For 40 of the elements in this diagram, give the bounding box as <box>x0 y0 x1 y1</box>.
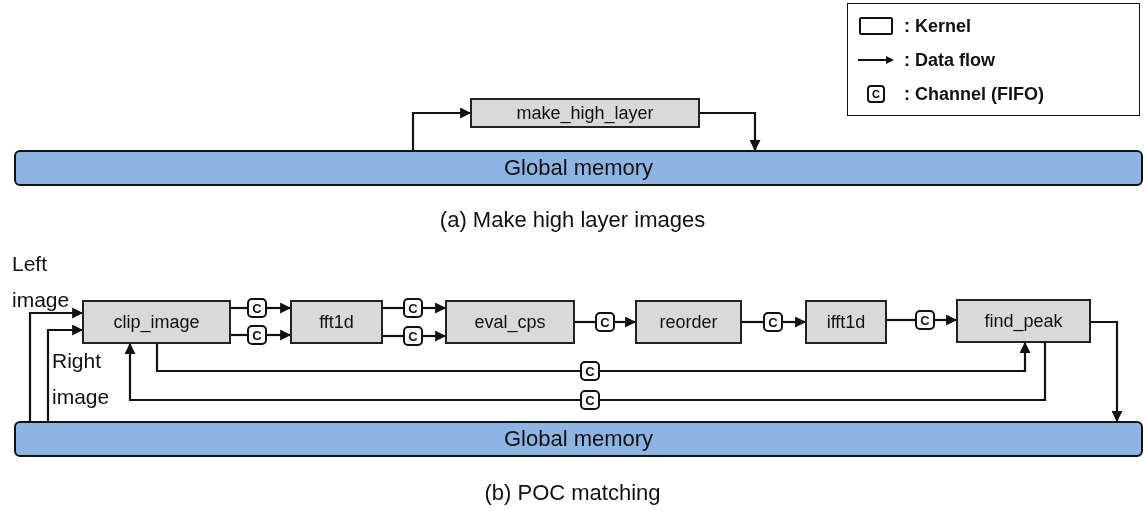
arrow <box>46 324 84 421</box>
kernel-box: clip_image <box>82 300 231 344</box>
arrow <box>124 342 580 402</box>
channel-box: C <box>595 312 615 332</box>
legend-text: : Kernel <box>904 15 972 37</box>
channel-box: C <box>763 312 783 332</box>
kernel-box: eval_cps <box>445 300 575 344</box>
kernel-box: make_high_layer <box>470 98 700 128</box>
arrow <box>1091 320 1123 423</box>
caption: (a) Make high layer images <box>438 207 707 233</box>
arrow <box>423 302 447 314</box>
kernel-box: find_peak <box>956 299 1091 343</box>
arrow <box>600 341 1031 373</box>
arrow <box>267 302 292 314</box>
arrow <box>411 107 472 150</box>
arrow <box>935 314 958 326</box>
edge-label: Left image <box>12 251 71 313</box>
kernel-box: ifft1d <box>805 300 887 344</box>
arrow <box>700 111 761 152</box>
arrow <box>615 316 637 328</box>
kernel-box: reorder <box>635 300 742 344</box>
legend-text: : Channel (FIFO) <box>904 83 1044 105</box>
channel-box: C <box>403 298 423 318</box>
channel-box: C <box>580 361 600 381</box>
channel-box: C <box>247 298 267 318</box>
memory-bar: Global memory <box>14 421 1143 457</box>
legend-text: : Data flow <box>904 49 995 71</box>
arrow <box>783 316 807 328</box>
channel-box: C <box>580 390 600 410</box>
edge-label: Right image <box>52 348 111 410</box>
arrow <box>267 329 292 341</box>
arrow <box>423 330 447 342</box>
channel-box: C <box>247 325 267 345</box>
channel-sample: C <box>867 85 885 103</box>
channel-box: C <box>915 310 935 330</box>
memory-bar: Global memory <box>14 150 1143 186</box>
arrow <box>28 307 84 421</box>
caption: (b) POC matching <box>483 480 662 506</box>
channel-box: C <box>403 326 423 346</box>
kernel-box: fft1d <box>290 300 383 344</box>
